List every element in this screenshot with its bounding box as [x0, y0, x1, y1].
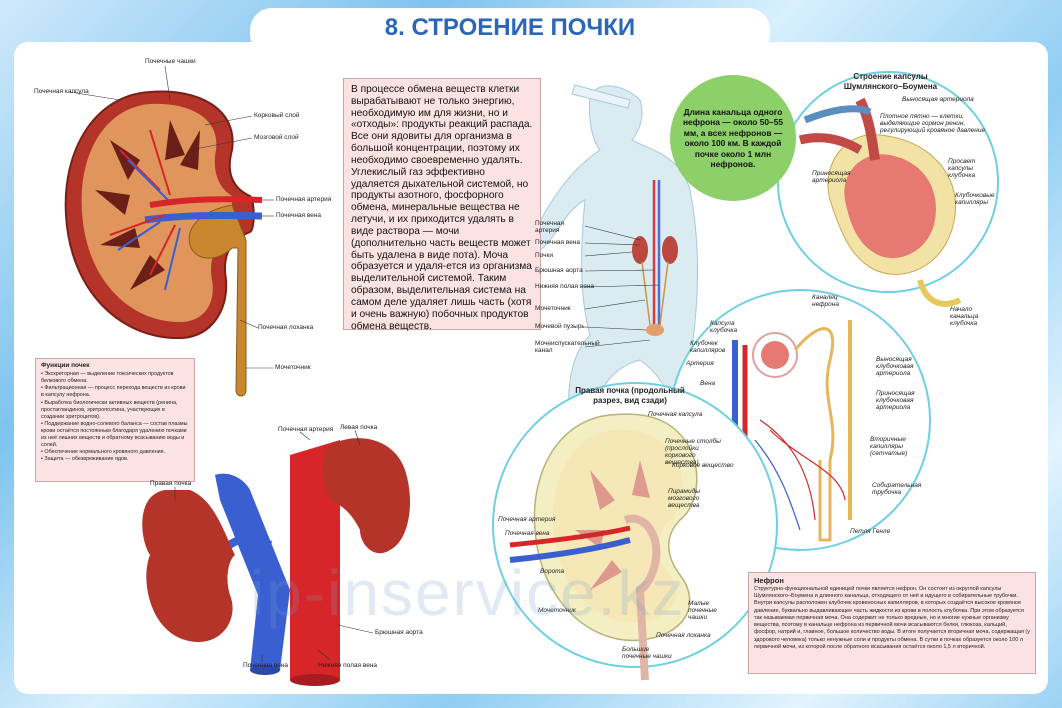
label-rk-columns: Почечные столбы (прослойки коркового вещ…: [665, 438, 721, 466]
kidneys-3d-illustration: [142, 438, 410, 686]
label-body-kidneys: Почки: [535, 252, 554, 259]
label-rk-capsule: Почечная капсула: [648, 411, 703, 418]
label-body-artery: Почечная артерия: [535, 220, 565, 234]
function-item: • Поддержание водно-солевого баланса — с…: [41, 420, 188, 448]
label-nephron-artery: Артерия: [686, 360, 714, 367]
label-3d-ivc: Нижняя полая вена: [318, 662, 378, 669]
label-body-bladder: Мочевой пузырь: [535, 323, 585, 330]
label-artery: Почечная артерия: [276, 196, 332, 203]
functions-box: Функции почек • Экскреторная — выделение…: [35, 358, 195, 482]
functions-title: Функции почек: [41, 362, 90, 369]
label-3d-artery: Почечная артерия: [278, 426, 334, 433]
main-text: В процессе обмена веществ клетки вырабат…: [351, 84, 533, 332]
nephron-length-text: Длина канальца одного нефрона — около 50…: [682, 106, 784, 170]
label-capsule: Почечная капсула: [34, 88, 89, 95]
label-rk-pyramids: Пирамиды мозгового вещества: [668, 488, 701, 509]
label-medulla: Мозговой слой: [254, 134, 299, 141]
label-3d-aorta: Брюшная аорта: [375, 629, 423, 636]
function-item: • Выработка биологически активных вещест…: [41, 399, 178, 420]
nephron-text: Структурно-функциональной единицей почки…: [754, 585, 1030, 650]
label-right-kidney: Правая почка: [150, 480, 192, 487]
label-pelvis: Почечная лоханка: [258, 324, 314, 331]
nephron-text-box: Нефрон Структурно-функциональной единице…: [748, 572, 1036, 674]
label-efferent-2: Выносящая клубочковая артериола: [876, 356, 914, 377]
label-vein: Почечная вена: [276, 212, 322, 219]
right-kidney-title: Правая почка (продольный разрез, вид сза…: [575, 386, 685, 405]
label-dense-spot: Плотное пятно — клетки, выделяющие гормо…: [880, 113, 986, 134]
label-rk-ureter: Мочеточник: [538, 607, 576, 614]
label-collecting: Собирательная трубочка: [872, 482, 922, 496]
right-kidney-section-illustration: [492, 382, 778, 681]
label-left-kidney: Левая почка: [340, 424, 378, 431]
label-rk-artery: Почечная артерия: [498, 516, 556, 523]
label-tubule: Каналец нефрона: [812, 294, 839, 308]
label-secondary-caps: Вторичные капилляры (сетчатые): [870, 436, 908, 457]
label-ureter: Мочеточник: [275, 364, 311, 371]
main-text-box: В процессе обмена веществ клетки вырабат…: [343, 78, 541, 332]
label-afferent-2: Приносящая клубочковая артериола: [876, 390, 915, 411]
label-loop: Петля Генле: [850, 528, 891, 535]
label-afferent: Приносящая артериола: [812, 170, 851, 184]
title-tab: [250, 8, 770, 56]
label-rk-small-calyces: Малые почечные чашки: [688, 600, 717, 621]
capsule-illustration: [777, 71, 999, 307]
label-tubule-start: Начало канальца клубочка: [950, 306, 979, 327]
label-rk-vein: Почечная вена: [505, 530, 550, 537]
nephron-title: Нефрон: [754, 576, 784, 585]
function-item: • Защита — обезвреживание ядов.: [41, 455, 129, 462]
label-body-urethra: Мочеиспускательный канал: [535, 340, 600, 354]
label-rk-pelvis: Почечная лоханка: [656, 632, 711, 639]
label-cortex: Корковый слой: [254, 112, 300, 119]
label-glom-capsule: Капсула клубочка: [710, 320, 738, 334]
capsule-title: Строение капсулы Шумлянского–Боумена: [843, 72, 938, 91]
label-rk-cortex: Корковое вещество: [672, 462, 734, 469]
watermark: ip-inservice.kz: [250, 557, 686, 629]
label-rk-hilum: Ворота: [540, 568, 565, 575]
function-item: • Обеспечение нормального кровяного давл…: [41, 448, 166, 455]
label-efferent: Выносящая артериола: [902, 96, 974, 103]
label-nephron-vein: Вена: [700, 380, 716, 387]
poster-title: 8. СТРОЕНИЕ ПОЧКИ: [384, 14, 636, 41]
label-body-vein: Почечная вена: [535, 239, 581, 246]
label-body-ureter: Мочеточник: [535, 305, 571, 312]
label-capsule-lumen: Просвет капсулы клубочка: [948, 158, 976, 179]
label-body-ivc: Нижняя полая вена: [535, 283, 595, 290]
label-glom-capillaries: Клубочковые капилляры: [955, 192, 995, 206]
label-calyces: Почечные чашки: [145, 58, 196, 65]
function-item: • Экскреторная — выделение токсических п…: [41, 371, 174, 385]
label-3d-vein: Почечная вена: [243, 662, 289, 669]
label-body-aorta: Брюшная аорта: [535, 267, 583, 274]
function-item: • Фильтрационная — процесс перехода веще…: [41, 385, 186, 399]
kidney-section-illustration: [64, 90, 263, 397]
label-rk-large-calyces: Большие почечные чашки: [622, 646, 672, 660]
nephron-length-circle: Длина канальца одного нефрона — около 50…: [670, 75, 796, 201]
label-glom-capillaries-2: Клубочек капилляров: [690, 340, 726, 354]
